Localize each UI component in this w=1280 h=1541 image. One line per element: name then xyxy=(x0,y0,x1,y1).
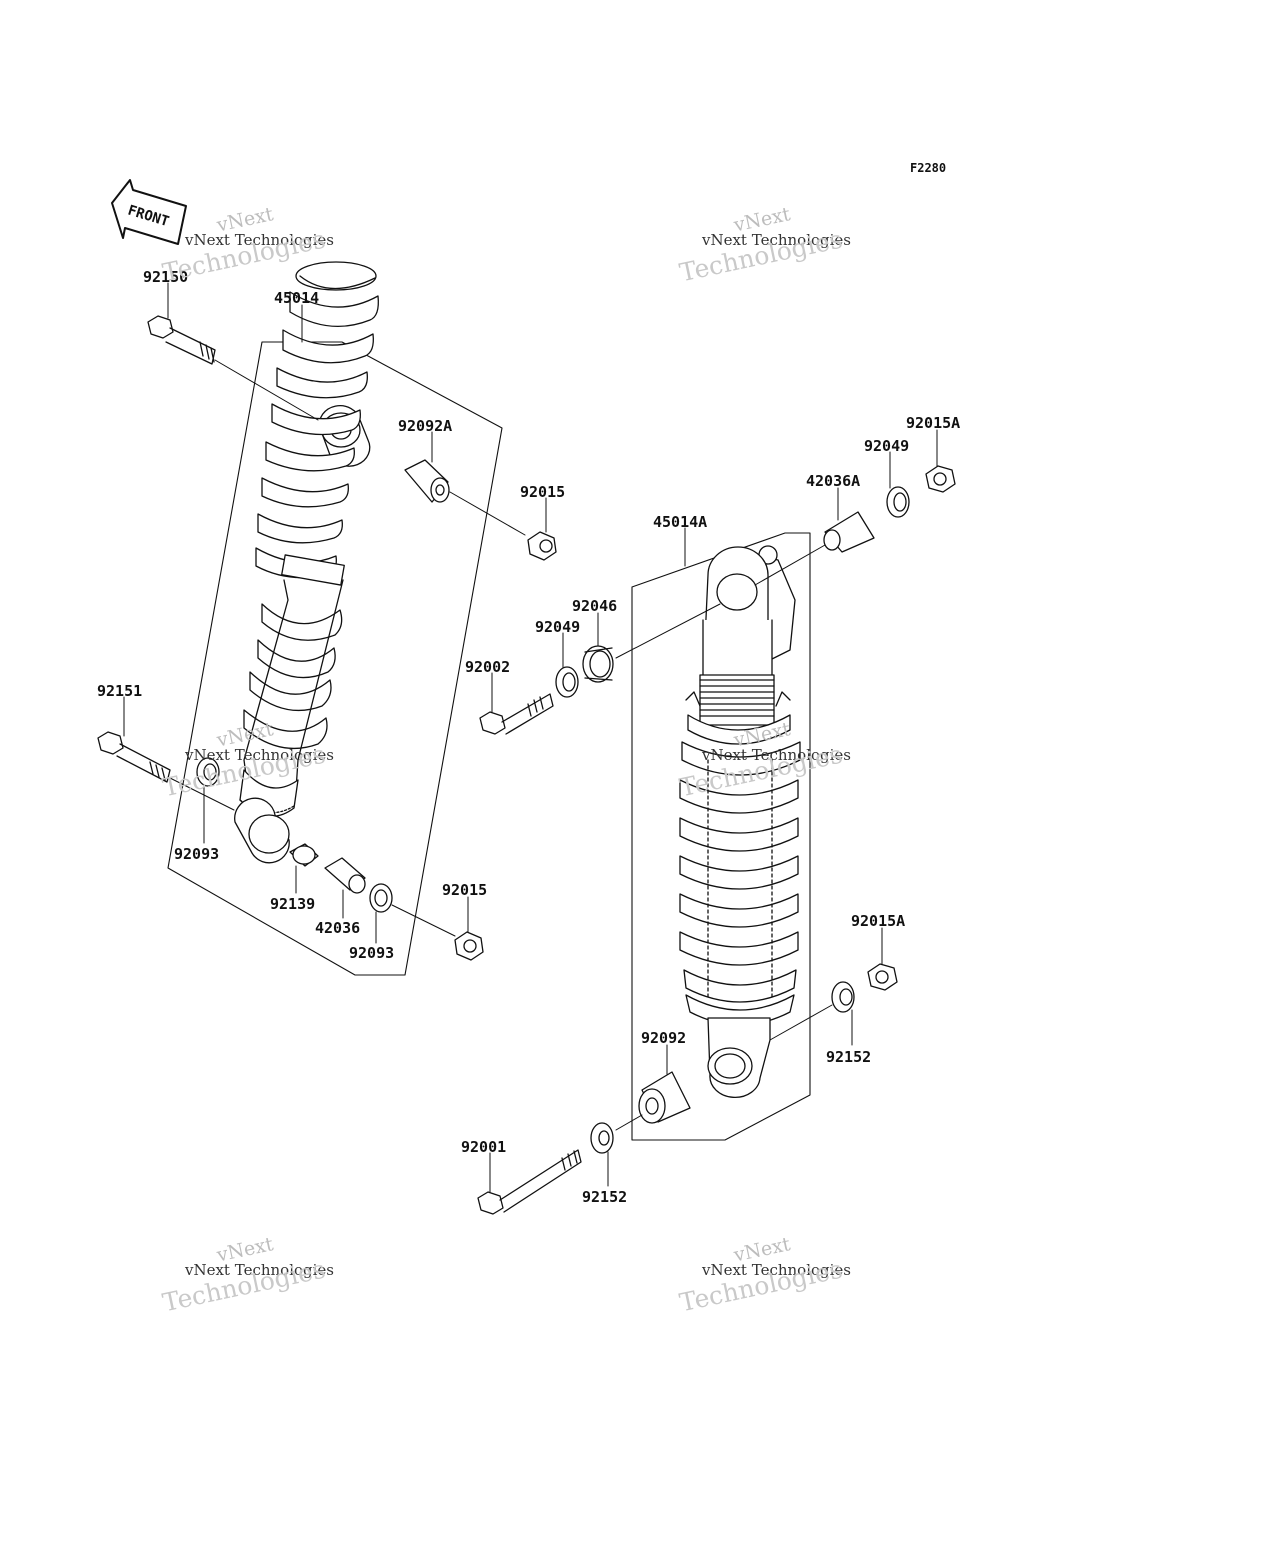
collar-92092A xyxy=(404,459,450,503)
part-label-92092: 92092 xyxy=(641,1029,686,1047)
bearing-92046 xyxy=(582,645,614,683)
washer-92093-right xyxy=(369,883,393,913)
part-label-92150: 92150 xyxy=(143,268,188,286)
bolt-92151 xyxy=(97,731,171,783)
part-label-92093-left: 92093 xyxy=(174,845,219,863)
washer-92152-right xyxy=(831,981,855,1013)
left-spring xyxy=(243,291,379,750)
assembly-bracket-45014 xyxy=(167,341,503,976)
washer-92049-upper xyxy=(886,486,910,518)
nut-92015A-upper xyxy=(925,465,956,493)
nut-92015-lower xyxy=(454,931,484,961)
figure-reference: F2280 xyxy=(910,161,946,175)
washer-92093-left xyxy=(196,757,220,787)
bolt-92001 xyxy=(477,1149,582,1215)
part-label-92049-upper: 92049 xyxy=(864,437,909,455)
sleeve-42036A xyxy=(823,511,875,553)
assembly-bracket-45014A xyxy=(631,532,811,1141)
threaded-adjuster xyxy=(685,674,791,745)
part-label-92015A-lower: 92015A xyxy=(851,912,905,930)
right-shock-absorber xyxy=(477,465,956,1215)
part-label-92152-right: 92152 xyxy=(826,1048,871,1066)
part-label-92092A: 92092A xyxy=(398,417,452,435)
washer-92152-lower xyxy=(590,1122,614,1154)
part-label-92139: 92139 xyxy=(270,895,315,913)
nut-92015A-lower xyxy=(867,963,898,991)
left-shock-absorber xyxy=(97,261,557,976)
part-label-92015-upper: 92015 xyxy=(520,483,565,501)
part-label-92093-right: 92093 xyxy=(349,944,394,962)
part-label-42036A: 42036A xyxy=(806,472,860,490)
leader-lines xyxy=(123,282,938,1193)
nut-92015-upper xyxy=(527,531,557,561)
front-arrow-icon xyxy=(111,179,187,245)
part-label-92151: 92151 xyxy=(97,682,142,700)
part-label-42036: 42036 xyxy=(315,919,360,937)
part-label-92015A-upper: 92015A xyxy=(906,414,960,432)
collar-92092 xyxy=(638,1071,691,1124)
part-label-92001: 92001 xyxy=(461,1138,506,1156)
part-label-45014A: 45014A xyxy=(653,513,707,531)
part-label-92046: 92046 xyxy=(572,597,617,615)
bolt-92002 xyxy=(479,693,554,735)
collar-92139 xyxy=(289,843,319,867)
washer-92049-left xyxy=(555,666,579,698)
part-label-92049-left: 92049 xyxy=(535,618,580,636)
part-number-labels: 92150 45014 92092A 92015 92151 92093 921… xyxy=(97,268,960,1206)
part-label-45014: 45014 xyxy=(274,289,319,307)
bolt-92150 xyxy=(147,315,216,365)
part-label-92002: 92002 xyxy=(465,658,510,676)
part-label-92015-lower: 92015 xyxy=(442,881,487,899)
right-spring xyxy=(679,741,801,1003)
part-label-92152-lower: 92152 xyxy=(582,1188,627,1206)
sleeve-42036 xyxy=(324,857,366,894)
